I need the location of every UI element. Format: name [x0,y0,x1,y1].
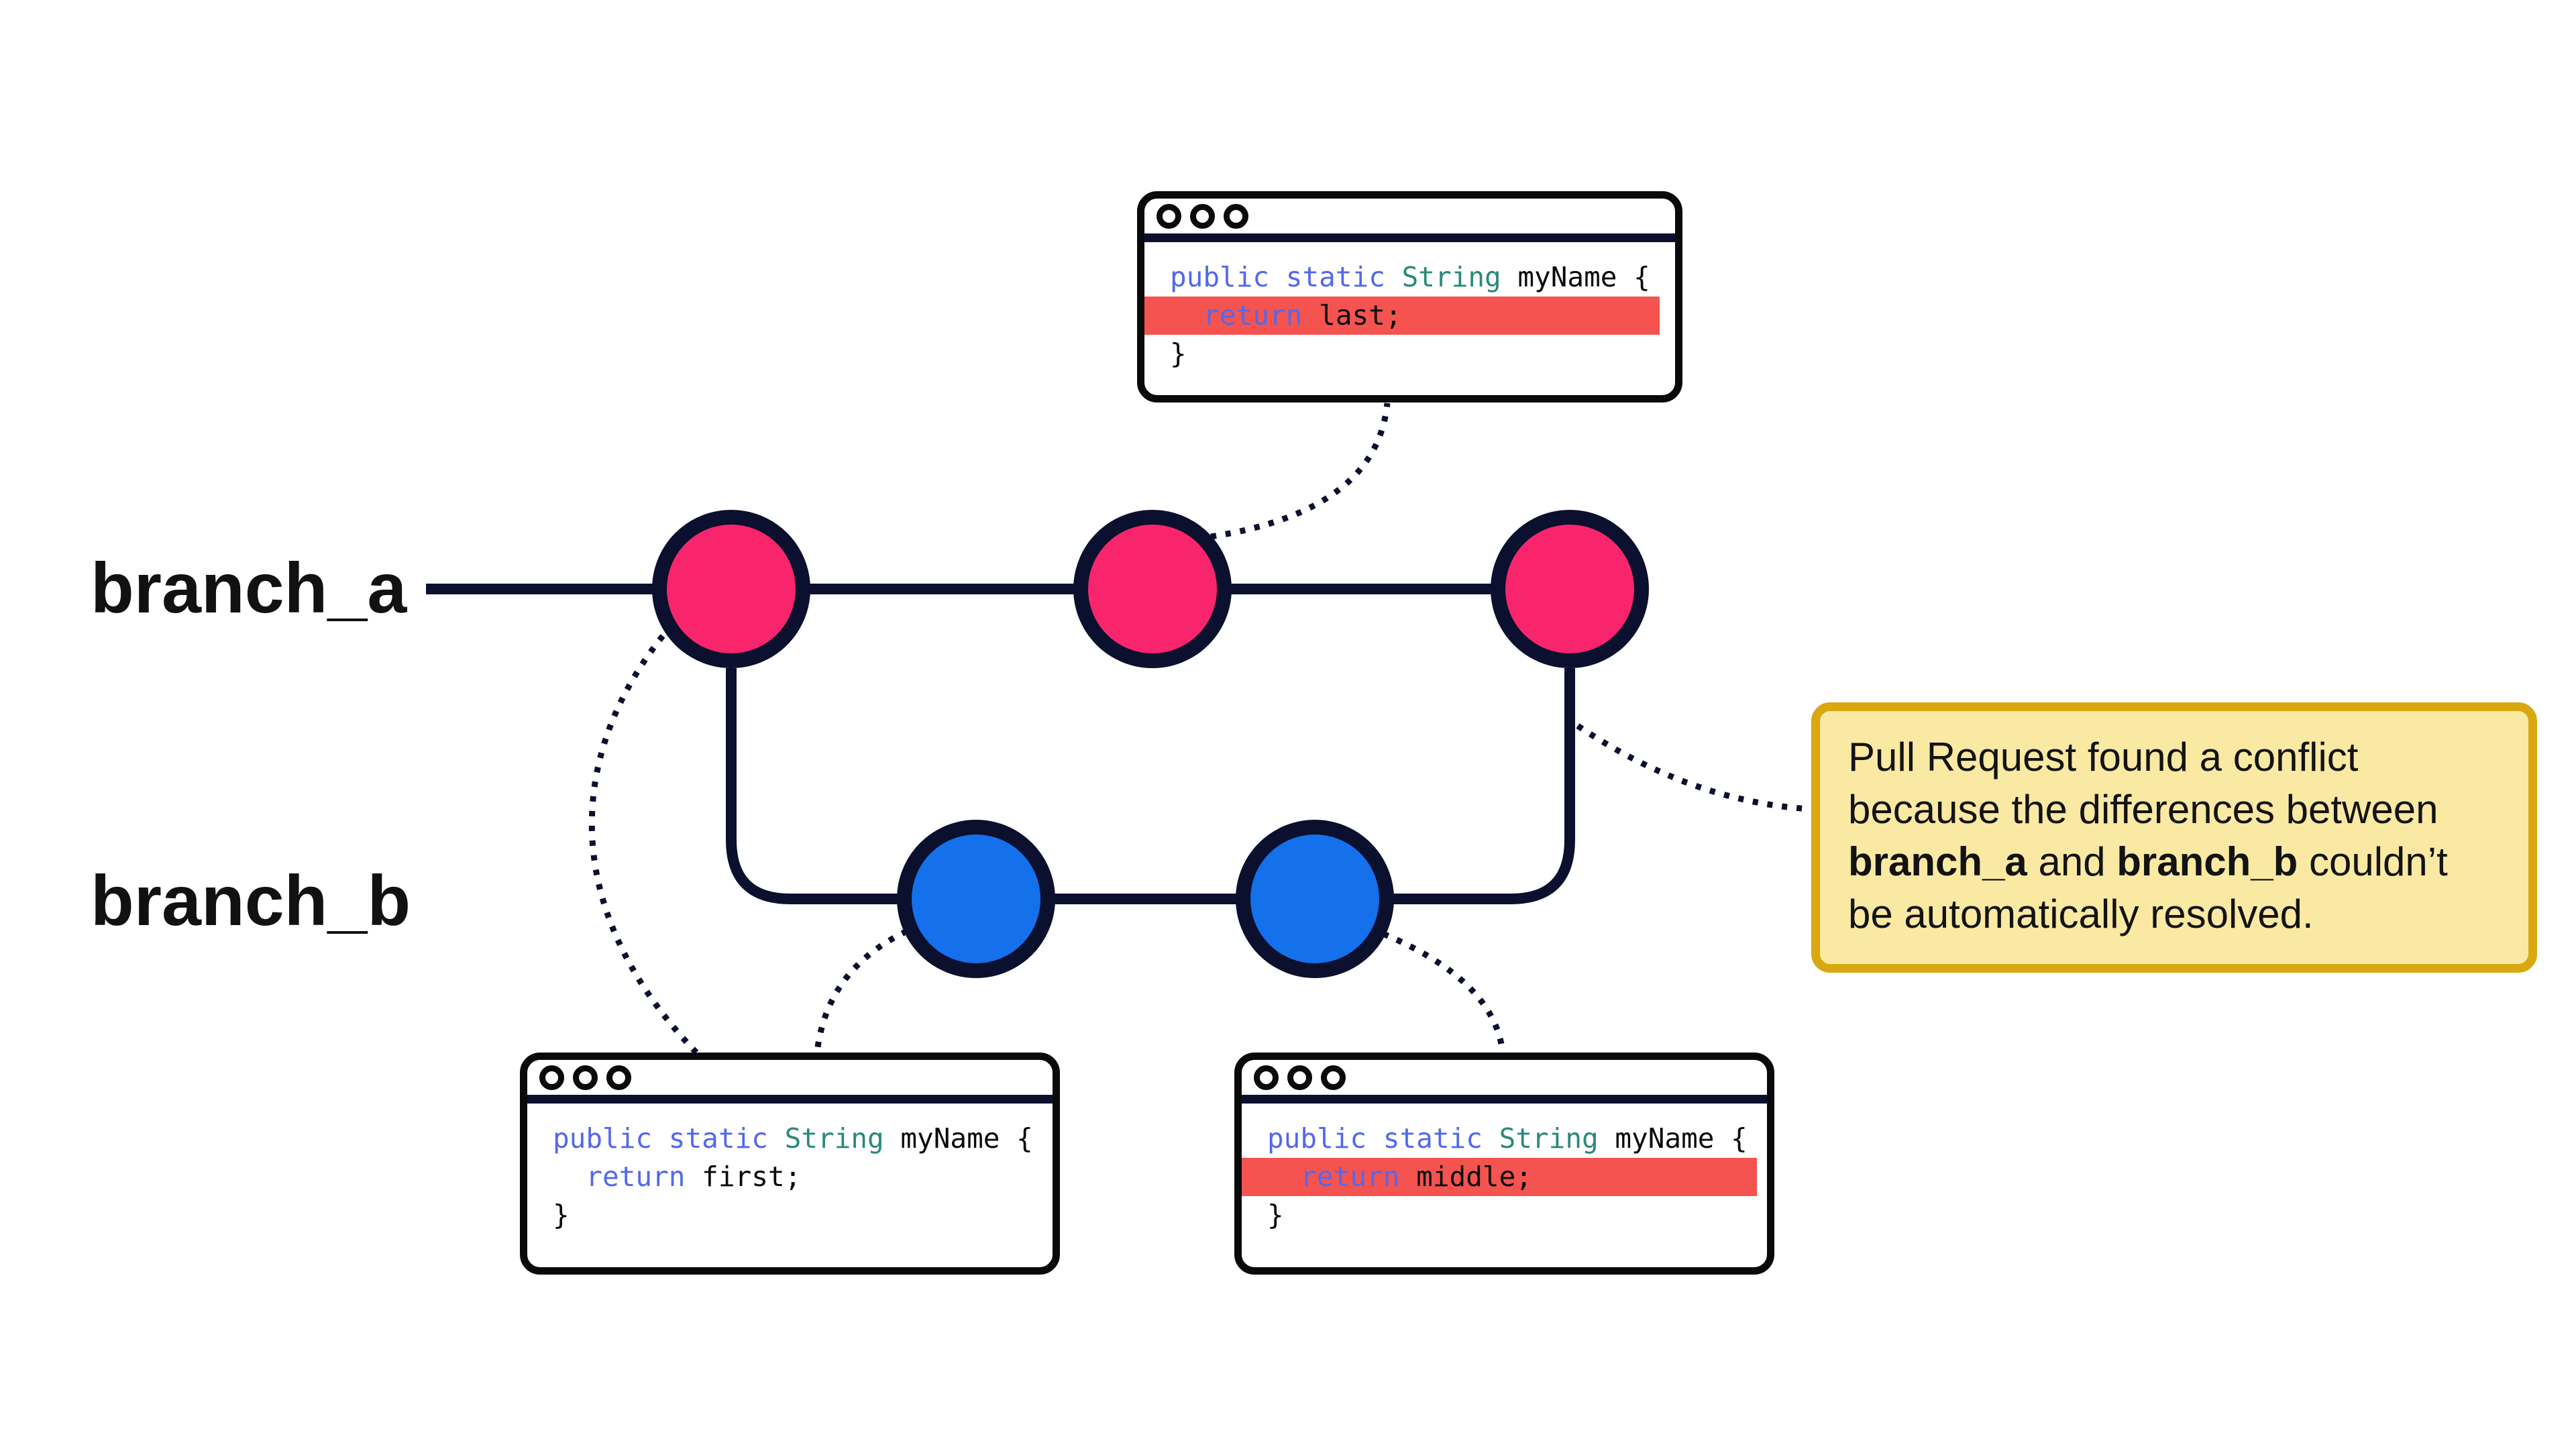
code-block: public static String myName { return fir… [527,1104,1053,1234]
connector-merge-to-callout [1576,723,1811,812]
window-dot-icon [1321,1065,1346,1090]
connector-commit-a1-to-left-window [588,634,699,1055]
code-window-common-ancestor: public static String myName { return fir… [520,1053,1060,1275]
code-line: } [1170,337,1187,370]
code-line: return first; [553,1161,802,1193]
connector-commit-b1-to-left-window [814,928,908,1053]
window-dot-icon [1287,1065,1312,1090]
code-block: public static String myName { return las… [1144,242,1675,373]
code-line: public static String myName { [1267,1122,1748,1155]
commit-a1 [652,510,810,668]
code-window-branch-a-tip: public static String myName { return las… [1137,191,1682,402]
code-line: } [1267,1199,1284,1231]
code-line-highlighted: return last; [1144,297,1660,335]
window-titlebar [1144,199,1675,242]
window-dot-icon [1224,203,1248,229]
window-dot-icon [606,1065,631,1090]
commit-b2 [1236,820,1394,978]
code-line: } [553,1199,570,1231]
code-line: public static String myName { [553,1122,1033,1155]
callout-line: branch_a and branch_b couldn’t [1848,839,2448,884]
branch-a-label: branch_a [91,549,407,628]
commit-a3 [1491,510,1649,668]
commit-b1 [897,820,1055,978]
commit-a2 [1073,510,1232,668]
window-dot-icon [1157,203,1181,229]
code-window-branch-b-tip: public static String myName { return mid… [1234,1053,1774,1275]
branch-b-line [726,668,1575,904]
window-dot-icon [573,1065,598,1090]
callout-line: be automatically resolved. [1848,892,2314,936]
conflict-callout: Pull Request found a conflict because the… [1811,702,2537,973]
code-block: public static String myName { return mid… [1242,1104,1767,1234]
code-line-highlighted: return middle; [1242,1158,1757,1196]
branch-b-label: branch_b [91,861,411,941]
window-titlebar [1242,1060,1767,1104]
window-dot-icon [1190,203,1215,229]
window-dot-icon [539,1065,564,1090]
connector-commit-b2-to-middle-window [1382,930,1506,1053]
code-line: public static String myName { [1170,261,1650,293]
connector-commit-a2-to-top-window [1210,402,1391,540]
callout-line: Pull Request found a conflict [1848,735,2359,780]
window-titlebar [527,1060,1053,1104]
callout-line: because the differences between [1848,787,2438,832]
window-dot-icon [1254,1065,1279,1090]
